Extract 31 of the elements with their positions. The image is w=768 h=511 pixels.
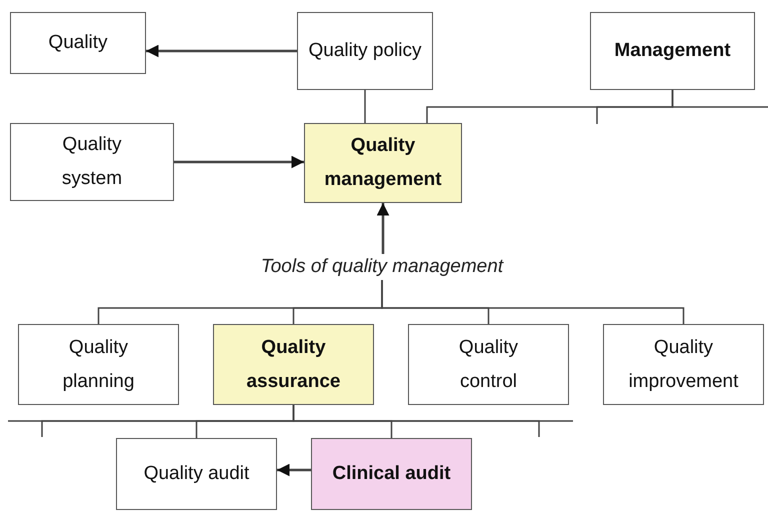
connector-line <box>364 90 366 123</box>
arrow <box>174 156 304 168</box>
arrow <box>277 464 311 476</box>
box-label: Quality improvement <box>628 336 740 394</box>
highlight-box <box>304 123 462 203</box>
box-label: Quality assurance <box>245 336 342 394</box>
process-box <box>116 438 277 510</box>
box-label: Clinical audit <box>331 462 452 486</box>
process-box <box>408 324 569 405</box>
box-label: Quality policy <box>308 39 422 63</box>
highlight-box <box>311 438 472 510</box>
box-label: Quality <box>47 31 109 55</box>
box-label: Quality management <box>323 134 443 192</box>
box-label: Quality planning <box>62 336 136 394</box>
box-label: Quality control <box>458 336 520 394</box>
process-box <box>18 324 179 405</box>
heading-text: Tools of quality management <box>260 255 505 279</box>
process-box <box>10 123 174 201</box>
process-box <box>603 324 764 405</box>
box-label: Management <box>613 39 732 63</box>
highlight-box <box>213 324 374 405</box>
connector-line <box>381 280 684 324</box>
process-box <box>10 12 146 74</box>
arrow <box>376 203 390 254</box>
process-box <box>297 12 433 90</box>
box-label: Quality audit <box>142 462 250 486</box>
connector-line <box>292 405 540 437</box>
process-box <box>590 12 755 90</box>
connector-line <box>596 90 674 124</box>
arrow <box>146 44 297 58</box>
box-label: Quality system <box>60 133 124 191</box>
